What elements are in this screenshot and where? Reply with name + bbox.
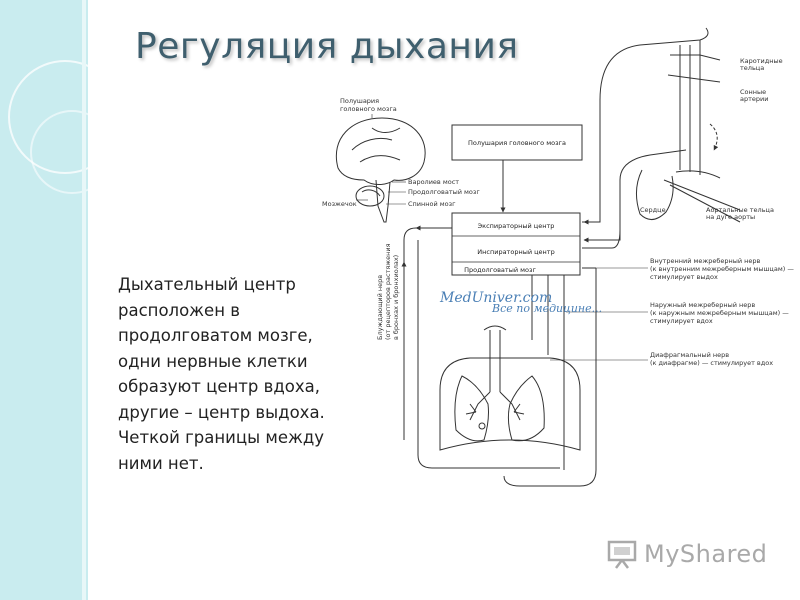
label-medulla: Продолговатый мозг [408,188,480,196]
inspiratory-center-label: Инспираторный центр [477,248,554,256]
hemispheres-box-label: Полушария головного мозга [468,139,566,147]
hemispheres-box [451,124,583,161]
carotid-to-center-arrow [583,180,601,225]
label-hemispheres-line2: головного мозга [340,105,397,113]
medulla-center-box [451,212,581,276]
label-aortic-bodies-line1: Аортальные тельца [706,206,774,214]
label-internal-nerve-line3: стимулирует выдох [650,273,718,281]
label-internal-nerve-line1: Внутренний межреберный нерв [650,257,761,265]
logo-text: MyShared [644,540,768,568]
body-line: Четкой границы между [118,428,325,447]
label-pons: Варолиев мост [408,178,459,186]
lungs-illustration [439,325,581,451]
label-hemispheres-line1: Полушария [340,97,379,105]
label-cerebellum: Мозжечок [322,200,357,208]
brain-label-lines [356,114,406,205]
expiratory-center-label: Экспираторный центр [478,222,555,230]
label-aortic-bodies-line2: на дуге аорты [706,213,755,221]
slide-title: Регуляция дыхания [135,26,519,67]
label-external-nerve-line3: стимулирует вдох [650,317,713,325]
body-line: образуют центр вдоха, [118,377,320,396]
body-line: расположен в [118,300,240,320]
vagus-label-line1: Блуждающий нерв [376,275,384,340]
body-line: другие – центр выдоха. [118,402,325,422]
aortic-to-center-arrow [583,200,621,243]
medulla-box-label: Продолговатый мозг [464,266,536,274]
label-carotid-arteries-line1: Сонные [740,88,766,96]
label-carotid-bodies-line1: Каротидные [740,57,783,65]
body-line: ними нет. [118,453,204,473]
label-heart: Сердце [640,206,666,214]
myshared-logo: MyShared [606,536,767,572]
label-external-nerve-line1: Наружный межреберный нерв [650,301,755,309]
label-internal-nerve-line2: (к внутренним межреберным мышцам) — [650,265,794,273]
watermark-site: MedUniver.com [439,290,552,306]
slide-body-text: Дыхательный центр расположен в продолгов… [118,272,358,476]
watermark-tagline: Все по медицине... [491,302,602,315]
label-external-nerve-line2: (к наружным межреберным мышцам) — [650,309,789,317]
label-phrenic-nerve-line2: (к диафрагме) — стимулирует вдох [650,359,773,367]
label-carotid-bodies-line2: тельца [740,64,764,72]
vagus-label-line3: в бронхах и бронхиолах) [392,255,400,340]
body-line: продолговатом мозге, [118,326,313,345]
body-line: одни нервные клетки [118,351,308,371]
projector-screen-icon [607,540,637,569]
vagus-label-line2: (от рецепторов растяжения [384,243,392,340]
label-spinal-cord: Спинной мозг [408,200,456,208]
heart-aorta-illustration [636,40,741,223]
vagus-nerve-label: Блуждающий нерв (от рецепторов растяжени… [376,243,400,340]
decorative-stripe [82,0,86,600]
label-phrenic-nerve-line1: Диафрагмальный нерв [650,351,729,359]
brain-illustration [335,117,426,223]
decorative-side-band [0,0,88,600]
body-line: Дыхательный центр [118,275,296,294]
label-carotid-arteries-line2: артерии [740,95,768,103]
